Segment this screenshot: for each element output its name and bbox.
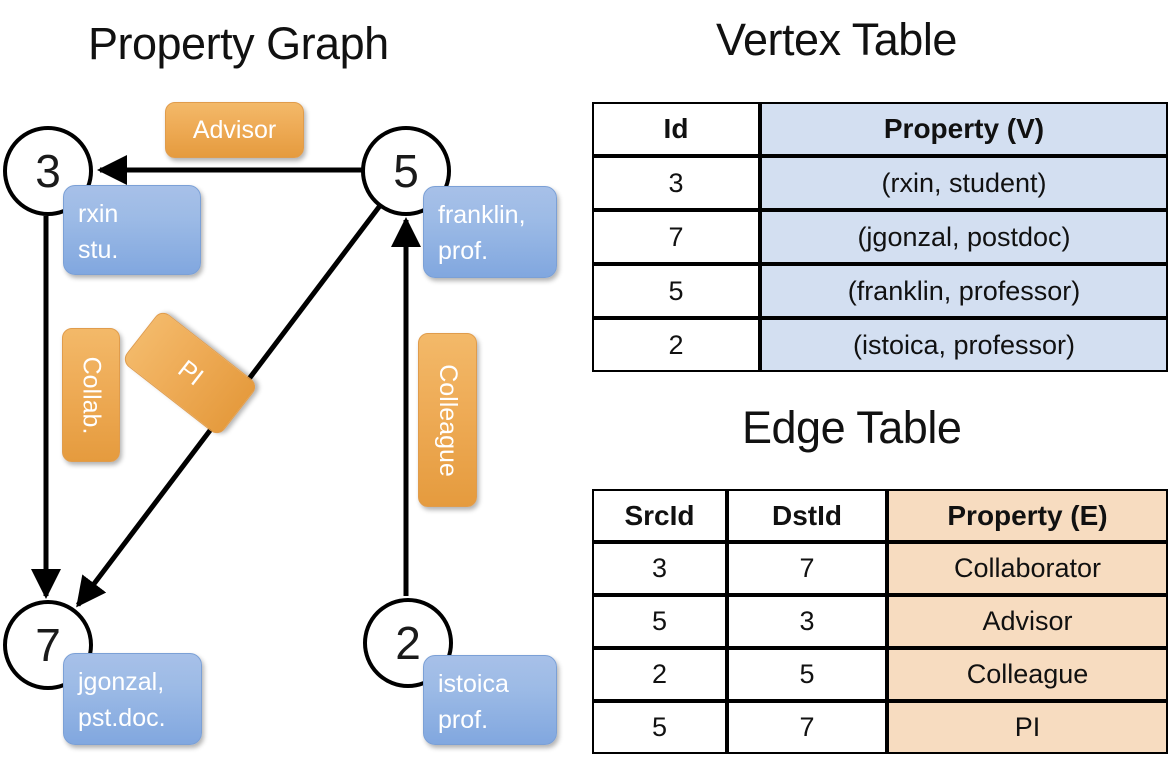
edge-table-header-srcid: SrcId <box>592 489 727 542</box>
vertex-table-header-property: Property (V) <box>760 102 1168 156</box>
edge-cell-property: PI <box>887 701 1168 754</box>
vertex-property-box-3-line2: stu. <box>78 236 119 265</box>
table-row: 5 3 Advisor <box>592 595 1168 648</box>
vertex-cell-property: (rxin, student) <box>760 156 1168 210</box>
vertex-property-box-7-line1: jgonzal, <box>78 668 165 696</box>
table-row: 7 (jgonzal, postdoc) <box>592 210 1168 264</box>
table-row: 3 (rxin, student) <box>592 156 1168 210</box>
edge-label-advisor-text: Advisor <box>192 115 277 144</box>
vertex-property-box-2: istoica prof. <box>423 655 557 745</box>
edge-cell-property: Advisor <box>887 595 1168 648</box>
vertex-property-box-7-line2: pst.doc. <box>78 704 166 733</box>
edge-cell-property: Colleague <box>887 648 1168 701</box>
table-row: 5 (franklin, professor) <box>592 264 1168 318</box>
vertex-property-box-5-line2: prof. <box>438 237 489 266</box>
graph-node-7-label: 7 <box>35 619 61 671</box>
page-title-edge-table: Edge Table <box>742 402 962 453</box>
vertex-table-header-row: Id Property (V) <box>592 102 1168 156</box>
edge-cell-dst: 3 <box>727 595 887 648</box>
table-row: 5 7 PI <box>592 701 1168 754</box>
vertex-cell-id: 3 <box>592 156 760 210</box>
table-row: 2 (istoica, professor) <box>592 318 1168 372</box>
vertex-property-box-3: rxin stu. <box>63 185 201 275</box>
edge-label-advisor: Advisor <box>165 102 304 158</box>
vertex-table: Id Property (V) 3 (rxin, student) 7 (jgo… <box>592 102 1168 372</box>
edge-cell-property: Collaborator <box>887 542 1168 595</box>
edge-cell-src: 5 <box>592 595 727 648</box>
edge-cell-src: 5 <box>592 701 727 754</box>
page-title-vertex-table: Vertex Table <box>716 14 957 65</box>
edge-cell-dst: 5 <box>727 648 887 701</box>
vertex-cell-property: (franklin, professor) <box>760 264 1168 318</box>
edge-cell-dst: 7 <box>727 542 887 595</box>
edge-cell-src: 2 <box>592 648 727 701</box>
vertex-property-box-2-line2: prof. <box>438 706 489 735</box>
graph-node-5-label: 5 <box>393 145 419 197</box>
vertex-cell-id: 2 <box>592 318 760 372</box>
vertex-property-box-5: franklin, prof. <box>423 186 557 278</box>
edge-label-collab: Collab. <box>62 328 120 462</box>
graph-node-5[interactable]: 5 <box>361 126 451 216</box>
graph-node-3-label: 3 <box>35 145 61 197</box>
vertex-table-header-id: Id <box>592 102 760 156</box>
vertex-cell-id: 7 <box>592 210 760 264</box>
vertex-cell-property: (istoica, professor) <box>760 318 1168 372</box>
graph-node-2-label: 2 <box>395 617 421 669</box>
vertex-property-box-2-line1: istoica <box>438 670 509 698</box>
vertex-property-box-3-line1: rxin <box>78 200 119 228</box>
edge-cell-dst: 7 <box>727 701 887 754</box>
edge-table-header-dstid: DstId <box>727 489 887 542</box>
table-row: 3 7 Collaborator <box>592 542 1168 595</box>
page-title-property-graph: Property Graph <box>88 18 389 69</box>
edge-label-collab-text: Collab. <box>77 356 106 434</box>
edge-table-header-row: SrcId DstId Property (E) <box>592 489 1168 542</box>
edge-table-header-property: Property (E) <box>887 489 1168 542</box>
edge-cell-src: 3 <box>592 542 727 595</box>
edge-label-colleague: Colleague <box>418 333 477 507</box>
vertex-property-box-5-line1: franklin, <box>438 201 526 229</box>
vertex-cell-id: 5 <box>592 264 760 318</box>
graph-node-2[interactable]: 2 <box>363 598 453 688</box>
edge-label-colleague-text: Colleague <box>434 363 462 477</box>
table-row: 2 5 Colleague <box>592 648 1168 701</box>
vertex-property-box-7: jgonzal, pst.doc. <box>63 653 202 745</box>
edge-table: SrcId DstId Property (E) 3 7 Collaborato… <box>592 489 1168 754</box>
vertex-cell-property: (jgonzal, postdoc) <box>760 210 1168 264</box>
edge-label-pi-text: PI <box>172 354 209 391</box>
